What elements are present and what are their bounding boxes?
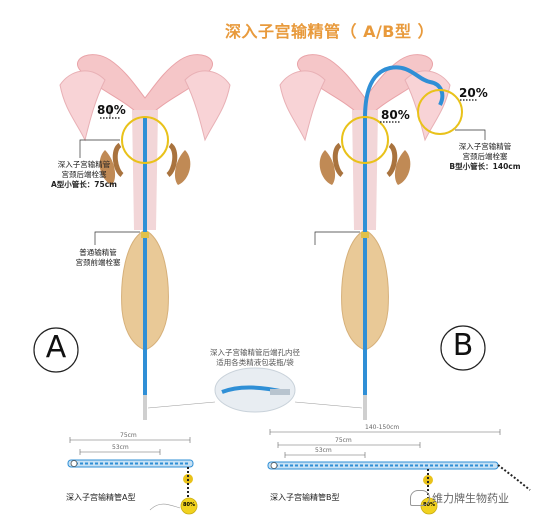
deep-label-b: 深入子宫输精管 宫颈后端栓塞 B型小管长：140cm [445, 142, 525, 172]
page-title: 深入子宫输精管（ A/B型 ） [225, 22, 435, 41]
dim-a-outer: 75cm [120, 432, 137, 439]
badge-a [180, 497, 198, 515]
tube-a [143, 118, 147, 418]
letter-circle-a [33, 327, 79, 373]
center-note: 深入子宫输精管后端孔内径 适用各类精液包装瓶/袋 [195, 348, 315, 368]
dim-b-mid: 75cm [335, 437, 352, 444]
tube-length-a: A型小管长：75cm [50, 180, 117, 189]
letter-b: B [452, 328, 474, 363]
deep-label-b-line1: 深入子宫输精管 [458, 142, 512, 151]
normal-label-a-line2: 宫颈前端栓塞 [75, 258, 121, 267]
tube-end-oval [214, 367, 296, 413]
chat-bubble-icon [410, 490, 430, 506]
letter-circle-b [440, 325, 486, 371]
normal-label-a: 普通输精管 宫颈前端栓塞 [68, 248, 128, 268]
dim-b-inner: 53cm [315, 447, 332, 454]
deep-label-a-line1: 深入子宫输精管 [57, 160, 111, 169]
tube-length-b: B型小管长：140cm [449, 162, 521, 171]
percent-b-main: 80% [381, 108, 410, 122]
deep-label-b-line2: 宫颈后端栓塞 [462, 152, 508, 161]
logo-text: 维力牌生物药业 [432, 492, 509, 505]
focus-circle-b-side [417, 89, 463, 135]
dim-a-inner: 53cm [112, 444, 129, 451]
badge-a-label: 80% [183, 502, 195, 508]
focus-circle-a [121, 116, 169, 164]
deep-label-a: 深入子宫输精管 宫颈后端栓塞 A型小管长：75cm [44, 160, 124, 190]
focus-circle-b-main [341, 116, 389, 164]
schematic-b-title: 深入子宫输精管B型 [270, 493, 340, 502]
schematic-b [267, 429, 531, 515]
dim-b-outer: 140-150cm [365, 424, 400, 431]
percent-b-side: 20% [459, 86, 488, 100]
center-note-line1: 深入子宫输精管后端孔内径 [210, 348, 300, 357]
deep-label-a-line2: 宫颈后端栓塞 [61, 170, 107, 179]
diagram-a-illustration [59, 54, 231, 420]
percent-a: 80% [97, 103, 126, 117]
schematic-a [67, 437, 198, 515]
badge-b-label: 80% [423, 502, 435, 508]
letter-a: A [45, 330, 67, 365]
center-note-line2: 适用各类精液包装瓶/袋 [216, 358, 294, 367]
schematic-a-title: 深入子宫输精管A型 [66, 493, 136, 502]
normal-label-a-line1: 普通输精管 [79, 248, 117, 257]
diagram-b-illustration [279, 54, 486, 420]
